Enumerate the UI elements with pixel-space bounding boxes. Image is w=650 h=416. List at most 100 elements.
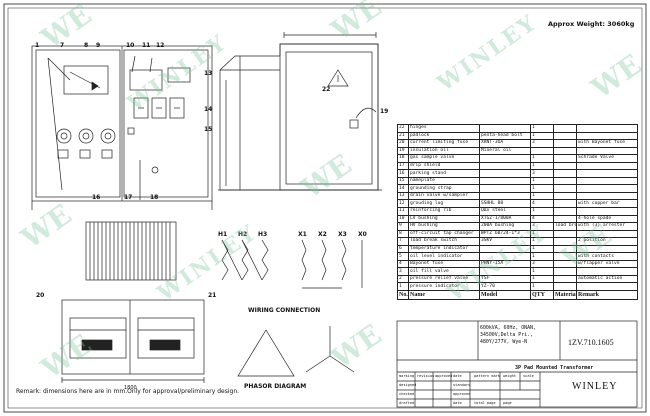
bom-cell-model: SSHHL 88 bbox=[479, 199, 531, 208]
tb-date-2: date bbox=[453, 401, 462, 405]
bom-cell-model: 200A bushing bbox=[479, 222, 531, 231]
bom-cell-no: 14 bbox=[397, 184, 409, 193]
bom-cell-remark: w/flapper valve bbox=[576, 259, 638, 269]
item-marker-16: 16 bbox=[92, 194, 101, 201]
item-marker-18: 18 bbox=[150, 194, 159, 201]
bom-cell-no: 5 bbox=[397, 252, 409, 261]
bom-cell-model: QΔn steel bbox=[479, 207, 531, 216]
bom-cell-no: 9 bbox=[397, 222, 409, 231]
spec-line: 34500V,Delta Pri., bbox=[480, 332, 533, 338]
wiring-connection bbox=[221, 239, 363, 289]
bom-cell-no: 8 bbox=[397, 229, 409, 239]
tb-scale: scale bbox=[523, 374, 534, 378]
bom-cell-no: 13 bbox=[397, 191, 409, 201]
bom-cell-model: Mineral oil bbox=[479, 146, 531, 156]
bom-cell-qty: 1 bbox=[530, 282, 554, 292]
bom-cell-name: pressure relief valve bbox=[408, 274, 480, 284]
bom-cell-remark bbox=[576, 161, 638, 171]
tb-date: date bbox=[453, 374, 462, 378]
bom-cell-qty: 1 bbox=[530, 229, 554, 239]
bom-cell-name: gas sample valve bbox=[408, 154, 480, 163]
side-view bbox=[218, 32, 382, 191]
bom-cell-name: Bayonet fuse bbox=[408, 259, 480, 269]
bom-header-no: No. bbox=[397, 290, 409, 301]
bom-cell-name: LV bushing bbox=[408, 214, 480, 224]
item-marker-14: 14 bbox=[204, 106, 213, 113]
bom-cell-remark: with (3) arrester bbox=[576, 222, 638, 231]
bom-cell-name: off-circuit tap changer bbox=[408, 229, 480, 239]
bom-cell-no: 19 bbox=[397, 146, 409, 156]
bom-cell-name: oil fill valve bbox=[408, 267, 480, 276]
terminal-h1: H1 bbox=[218, 231, 228, 238]
bom-cell-name: nameplate bbox=[408, 176, 480, 186]
terminal-x0: X0 bbox=[358, 231, 367, 238]
bom-cell-material bbox=[553, 267, 577, 276]
bom-cell-material bbox=[553, 214, 577, 224]
tb-approved: approved bbox=[435, 374, 453, 378]
bom-cell-material bbox=[553, 139, 577, 148]
bom-cell-material bbox=[553, 229, 577, 239]
bom-cell-model bbox=[479, 191, 531, 201]
dimension-width: 1800 bbox=[124, 385, 137, 391]
phasor-title: PHASOR DIAGRAM bbox=[244, 383, 307, 390]
bom-cell-name: grouding lug bbox=[408, 199, 480, 208]
bom-cell-model bbox=[479, 169, 531, 178]
bom-cell-qty: 3 bbox=[530, 139, 554, 148]
bom-cell-remark: with copper bar bbox=[576, 199, 638, 208]
bom-cell-model bbox=[479, 154, 531, 163]
bom-cell-remark bbox=[576, 124, 638, 133]
item-marker-13: 13 bbox=[204, 70, 213, 77]
bom-cell-name: current limiting fuse bbox=[408, 139, 480, 148]
bom-cell-material bbox=[553, 282, 577, 292]
bom-cell-qty: 1 bbox=[530, 244, 554, 254]
bom-cell-no: 21 bbox=[397, 131, 409, 141]
bom-cell-material bbox=[553, 237, 577, 246]
bom-cell-qty: 1 bbox=[530, 252, 554, 261]
remark-note: Remark: dimensions here are in mm.Only f… bbox=[16, 388, 240, 395]
bom-cell-model bbox=[479, 244, 531, 254]
item-marker-12: 12 bbox=[156, 42, 165, 49]
terminal-h3: H3 bbox=[258, 231, 268, 238]
bom-cell-model bbox=[479, 267, 531, 276]
tb-revision: revision bbox=[417, 374, 435, 378]
bom-cell-name: oil level indicator bbox=[408, 252, 480, 261]
bom-cell-material bbox=[553, 154, 577, 163]
bom-cell-qty: 3 bbox=[530, 259, 554, 269]
bom-cell-qty: 3 bbox=[530, 222, 554, 231]
bom-cell-remark: with contacts bbox=[576, 252, 638, 261]
bom-cell-name: parking stand bbox=[408, 169, 480, 178]
item-marker-22: 22 bbox=[322, 86, 331, 93]
spec-block: 600kVA, 60Hz, ONAN, 34500V,Delta Pri., 4… bbox=[480, 325, 536, 346]
bom-cell-name: hinges bbox=[408, 124, 480, 133]
terminal-x1: X1 bbox=[298, 231, 307, 238]
tb-weight: weight bbox=[503, 374, 516, 378]
bom-cell-remark: with Bayonet fuse bbox=[576, 139, 638, 148]
bom-cell-name: insulation oil bbox=[408, 146, 480, 156]
bom-cell-material bbox=[553, 161, 577, 171]
item-marker-21: 21 bbox=[208, 292, 217, 299]
bom-cell-remark bbox=[576, 146, 638, 156]
item-marker-10: 10 bbox=[126, 42, 135, 49]
tb-drafted: drafted bbox=[399, 401, 415, 405]
bom-cell-no: 11 bbox=[397, 207, 409, 216]
terminal-x2: X2 bbox=[318, 231, 327, 238]
wiring-title: WIRING CONNECTION bbox=[248, 307, 321, 314]
bom-cell-no: 22 bbox=[397, 124, 409, 133]
bom-cell-no: 4 bbox=[397, 259, 409, 269]
bom-cell-model: 3SKV bbox=[479, 237, 531, 246]
plan-view bbox=[61, 299, 205, 383]
bom-cell-no: 1 bbox=[397, 282, 409, 292]
tb-total-page: total page bbox=[474, 401, 496, 405]
bom-cell-name: HV bushing bbox=[408, 222, 480, 231]
bom-cell-material bbox=[553, 131, 577, 141]
bom-cell-remark bbox=[576, 267, 638, 276]
